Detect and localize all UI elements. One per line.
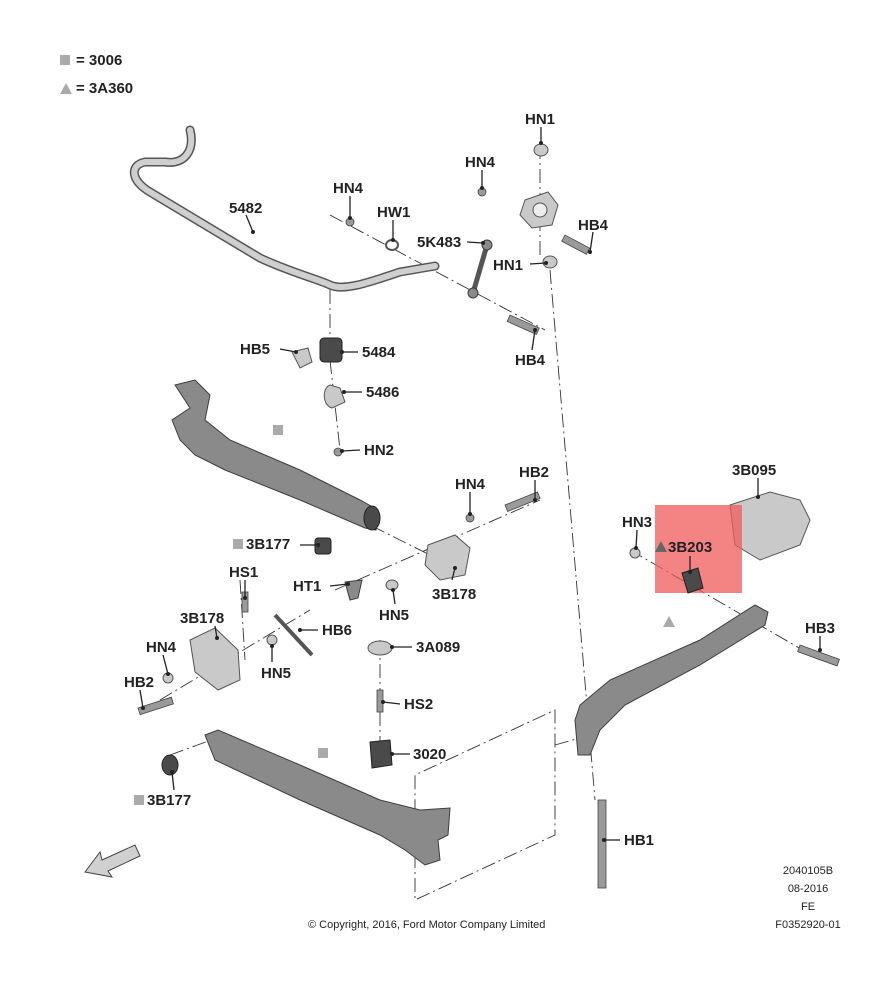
label-hn5-mid: HN5 bbox=[379, 607, 409, 624]
label-hs1: HS1 bbox=[229, 564, 258, 581]
label-hn4-top-left: HN4 bbox=[333, 180, 364, 197]
label-hb3: HB3 bbox=[805, 620, 835, 637]
label-hb2-mid: HB2 bbox=[519, 464, 549, 481]
spring-components bbox=[367, 640, 393, 769]
label-hn1-mid: HN1 bbox=[493, 257, 523, 274]
label-3b178-left: 3B178 bbox=[180, 610, 224, 627]
label-hn1-top: HN1 bbox=[525, 111, 555, 128]
label-hn2: HN2 bbox=[364, 442, 394, 459]
label-hw1: HW1 bbox=[377, 204, 410, 221]
label-3b178-right: 3B178 bbox=[432, 586, 476, 603]
ref-line: F0352920-01 bbox=[775, 919, 840, 931]
label-ht1: HT1 bbox=[293, 578, 321, 595]
trailing-arm bbox=[574, 604, 840, 889]
label-hb6: HB6 bbox=[322, 622, 352, 639]
ref-line: 08-2016 bbox=[788, 883, 828, 895]
label-hn4-top-right: HN4 bbox=[465, 154, 496, 171]
label-5k483: 5K483 bbox=[417, 234, 461, 251]
reference-block: 2040105B 08-2016 FE F0352920-01 bbox=[775, 865, 840, 931]
label-3b177-bottom: 3B177 bbox=[147, 792, 191, 809]
label-hb4-top: HB4 bbox=[578, 217, 609, 234]
ref-line: FE bbox=[801, 901, 815, 913]
label-hs2: HS2 bbox=[404, 696, 433, 713]
legend-square-text: = 3006 bbox=[76, 52, 122, 69]
highlighted-part-3b203 bbox=[655, 505, 742, 594]
upper-bracket bbox=[345, 143, 591, 335]
stabilizer-bar bbox=[129, 125, 440, 292]
legend-square-icon bbox=[60, 55, 70, 65]
middle-bracket bbox=[344, 491, 541, 601]
label-5484: 5484 bbox=[362, 344, 396, 361]
label-3020: 3020 bbox=[413, 746, 446, 763]
label-3b095: 3B095 bbox=[732, 462, 776, 479]
label-3a089: 3A089 bbox=[416, 639, 460, 656]
label-5482: 5482 bbox=[229, 200, 262, 217]
legend-triangle-icon bbox=[60, 83, 72, 94]
bushing-clamp bbox=[291, 337, 346, 457]
upper-arm bbox=[171, 379, 381, 555]
ref-line: 2040105B bbox=[783, 865, 833, 877]
label-3b177-top: 3B177 bbox=[246, 536, 290, 553]
label-5486: 5486 bbox=[366, 384, 399, 401]
label-3b203: 3B203 bbox=[668, 539, 712, 556]
label-hb4-mid: HB4 bbox=[515, 352, 546, 369]
label-hb5: HB5 bbox=[240, 341, 270, 358]
label-hb2-left: HB2 bbox=[124, 674, 154, 691]
label-hb1: HB1 bbox=[624, 832, 654, 849]
label-hn4-left: HN4 bbox=[146, 639, 177, 656]
copyright-text: © Copyright, 2016, Ford Motor Company Li… bbox=[308, 919, 545, 931]
legend-triangle-text: = 3A360 bbox=[76, 80, 133, 97]
callout-labels: HN1 HN4 HN4 HW1 5482 5K483 HB4 HN1 HB4 H… bbox=[124, 111, 835, 849]
lower-arm bbox=[161, 729, 451, 866]
label-hn5-left: HN5 bbox=[261, 665, 291, 682]
knuckle-bracket bbox=[629, 491, 811, 561]
label-hn4-mid: HN4 bbox=[455, 476, 486, 493]
stabilizer-link bbox=[467, 239, 493, 299]
leader-lines bbox=[139, 127, 822, 842]
square-marker-icon bbox=[134, 795, 144, 805]
label-hn3: HN3 bbox=[622, 514, 652, 531]
direction-arrow-icon bbox=[84, 844, 141, 878]
square-marker-icon bbox=[233, 539, 243, 549]
legend: = 3006 = 3A360 bbox=[60, 52, 133, 97]
